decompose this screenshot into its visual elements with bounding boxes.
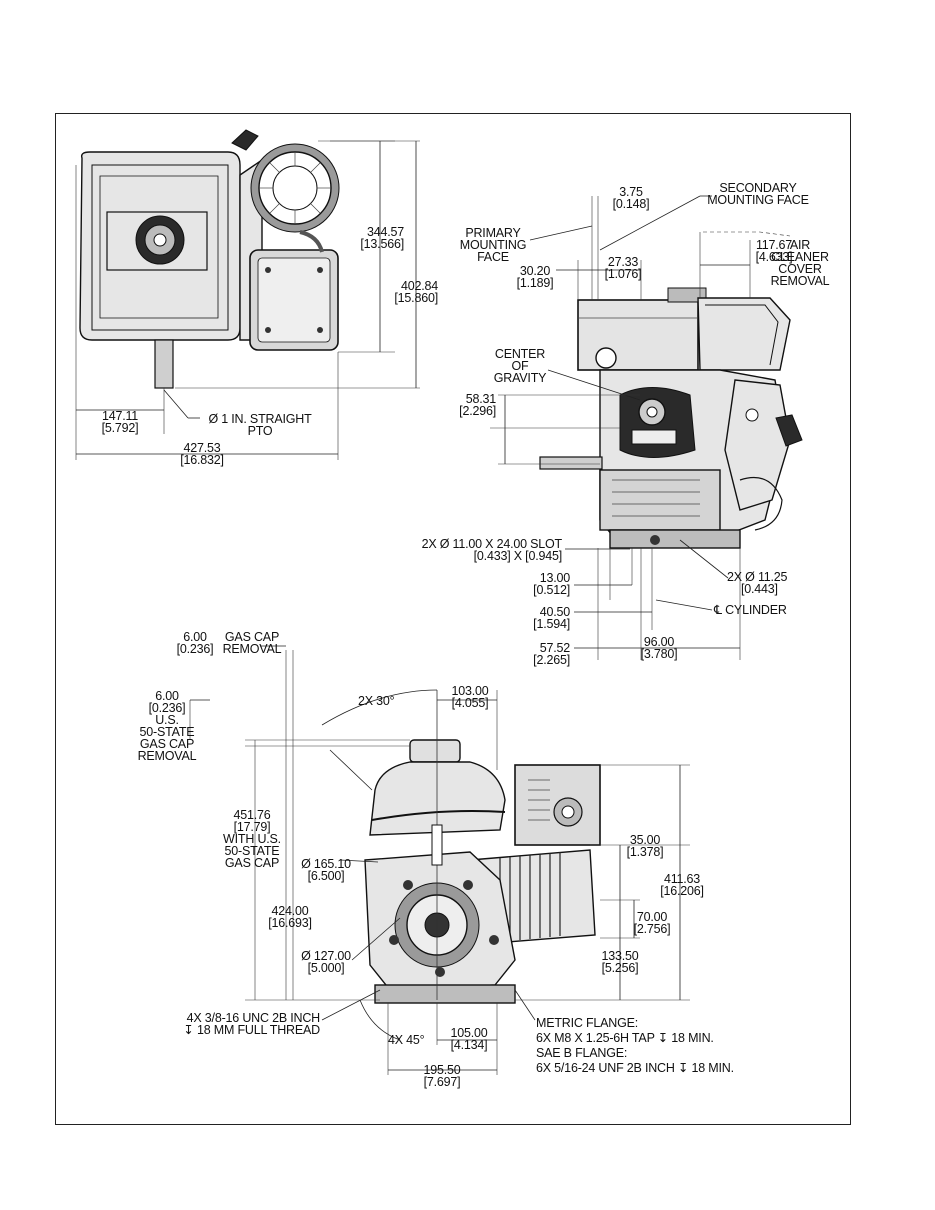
dim-57-52: 57.52[2.265] xyxy=(533,641,570,667)
dim-427-53: 427.53[16.832] xyxy=(180,441,224,467)
dim-402-84: 402.84[15.860] xyxy=(394,279,438,305)
dim-103-00: 103.00[4.055] xyxy=(451,684,489,710)
front-view-dimension-lines xyxy=(189,645,690,1075)
dim-58-31: 58.31[2.296] xyxy=(459,392,496,418)
dim-117-67: 117.67[4.633] xyxy=(755,238,793,264)
angle-2x-30-label: 2X 30° xyxy=(358,694,395,708)
dim-35-00: 35.00[1.378] xyxy=(626,833,664,859)
dim-424-00: 424.00[16.693] xyxy=(268,904,312,930)
dim-3-75: 3.75[0.148] xyxy=(612,185,650,211)
dim-70-00: 70.00[2.756] xyxy=(633,910,671,936)
side-view-engine xyxy=(539,287,803,549)
hole-label: 2X Ø 11.25[0.443] xyxy=(727,570,788,596)
dim-147-11: 147.11[5.792] xyxy=(101,409,139,435)
dim-30-20: 30.20[1.189] xyxy=(516,264,554,290)
angle-4x-45-label: 4X 45° xyxy=(388,1033,425,1047)
dim-dia-127-00: Ø 127.00[5.000] xyxy=(301,949,351,975)
dim-40-50: 40.50[1.594] xyxy=(533,605,570,631)
dim-27-33: 27.33[1.076] xyxy=(604,255,642,281)
dim-dia-165-10: Ø 165.10[6.500] xyxy=(301,857,351,883)
dim-gas-cap-6-00: 6.00[0.236] xyxy=(176,630,214,656)
drawing-border xyxy=(55,113,851,1125)
side-view-dimension-lines xyxy=(490,195,791,660)
thread-spec-label: 4X 3/8-16 UNC 2B INCH↧ 18 MM FULL THREAD xyxy=(183,1011,320,1037)
dim-133-50: 133.50[5.256] xyxy=(601,949,639,975)
front-view-engine xyxy=(364,690,601,1004)
dim-195-50: 195.50[7.697] xyxy=(423,1063,461,1089)
dim-344-57: 344.57[13.566] xyxy=(360,225,404,251)
top-view-dimension-lines xyxy=(75,140,420,460)
flange-spec-label: METRIC FLANGE:6X M8 X 1.25-6H TAP ↧ 18 M… xyxy=(536,1016,734,1075)
dim-13-00: 13.00[0.512] xyxy=(533,571,570,597)
dim-105-00: 105.00[4.134] xyxy=(450,1026,488,1052)
cylinder-centerline-label: ℄ CYLINDER xyxy=(714,603,787,617)
top-view-engine xyxy=(79,129,340,389)
slot-label: 2X Ø 11.00 X 24.00 SLOT[0.433] X [0.945] xyxy=(421,537,563,563)
dim-96-00: 96.00[3.780] xyxy=(640,635,678,661)
dim-411-63: 411.63[16.206] xyxy=(660,872,704,898)
